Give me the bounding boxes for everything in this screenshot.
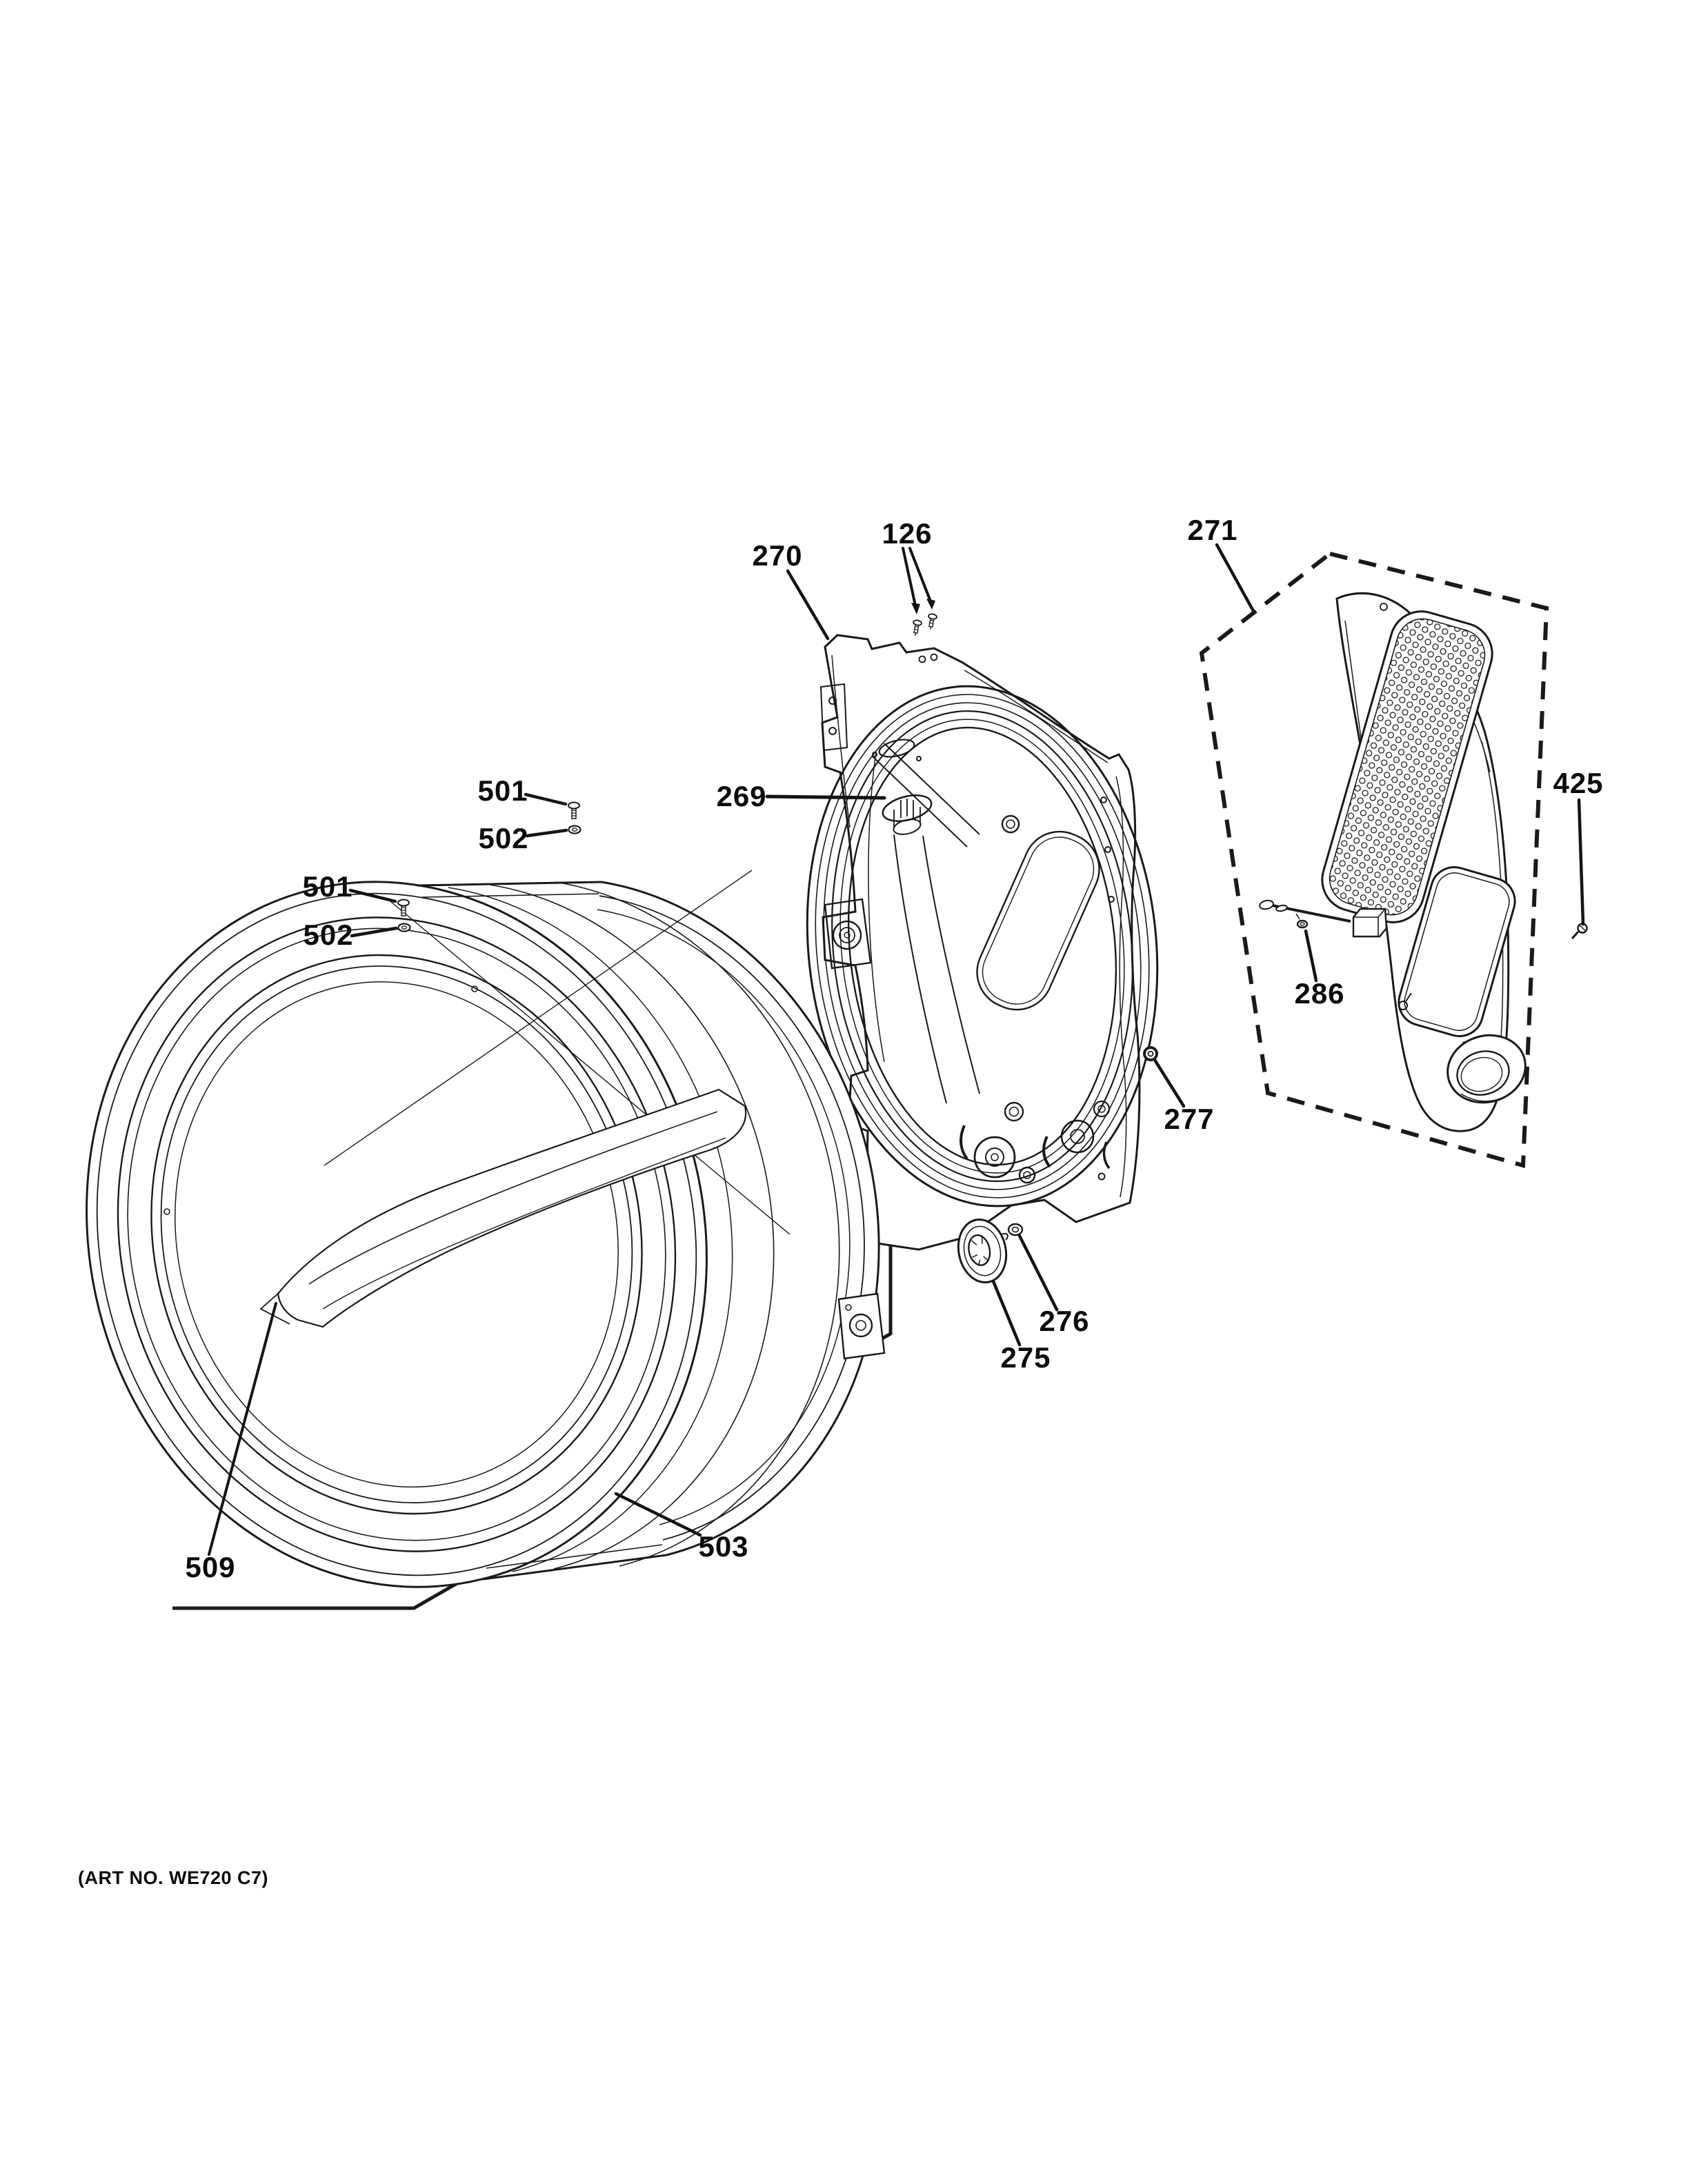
- rear-bearing-275: [957, 1218, 1008, 1284]
- sensor-grommet: [1296, 919, 1309, 929]
- callout-509: 509: [185, 1551, 236, 1583]
- callout-276: 276: [1039, 1305, 1090, 1337]
- duct-assembly: [1199, 551, 1588, 1168]
- screw-501-lower: [397, 899, 410, 916]
- front-rim-rings: [86, 881, 708, 1588]
- callout-503: 503: [698, 1530, 749, 1563]
- callout-286: 286: [1294, 977, 1345, 1010]
- rear-head-details: [868, 739, 1100, 1122]
- callout-501-lower: 501: [302, 870, 353, 903]
- kidney-recess: [976, 830, 1100, 1011]
- callout-502-lower: 502: [303, 919, 354, 951]
- left-flange-tab: [819, 683, 848, 752]
- leader-lines: [208, 543, 1585, 1556]
- callout-275: 275: [1000, 1341, 1051, 1374]
- callout-271: 271: [1187, 514, 1238, 546]
- damper-bracket: [824, 898, 872, 970]
- callout-425: 425: [1553, 767, 1604, 799]
- dryer-drum: [86, 870, 880, 1588]
- screw-126-right: [928, 613, 937, 630]
- hub-269: [882, 794, 933, 835]
- washer-502-upper: [568, 825, 581, 834]
- outlet-collar: [1447, 1034, 1527, 1104]
- felt-seal-rings: [806, 685, 1159, 1208]
- callout-501-upper: 501: [477, 774, 528, 807]
- rear-bulkhead-panel: [806, 634, 1159, 1251]
- lower-support-bracket: [837, 1292, 886, 1360]
- screw-126-left: [913, 619, 922, 636]
- thermistor-286: [1259, 899, 1388, 938]
- callout-126: 126: [882, 517, 933, 550]
- screw-425: [1571, 923, 1588, 940]
- keyhole-slot: [1398, 1001, 1408, 1010]
- duct-lower-window: [1398, 866, 1516, 1037]
- screw-501-upper: [568, 801, 580, 819]
- dashed-boundary-box: [1199, 551, 1549, 1168]
- oblong-slot: [878, 739, 915, 758]
- callout-277: 277: [1164, 1103, 1215, 1135]
- bearing-boss-cluster: [960, 1100, 1111, 1184]
- lint-grille: [1321, 610, 1493, 923]
- art-number: (ART NO. WE720 C7): [78, 1867, 269, 1888]
- callout-269: 269: [716, 780, 767, 812]
- washer-276: [1007, 1223, 1024, 1236]
- baffle-509: [259, 1088, 747, 1328]
- callout-270: 270: [752, 539, 803, 572]
- grommet-277: [1143, 1046, 1158, 1061]
- washer-502-lower: [397, 923, 411, 932]
- callout-502-upper: 502: [478, 822, 529, 854]
